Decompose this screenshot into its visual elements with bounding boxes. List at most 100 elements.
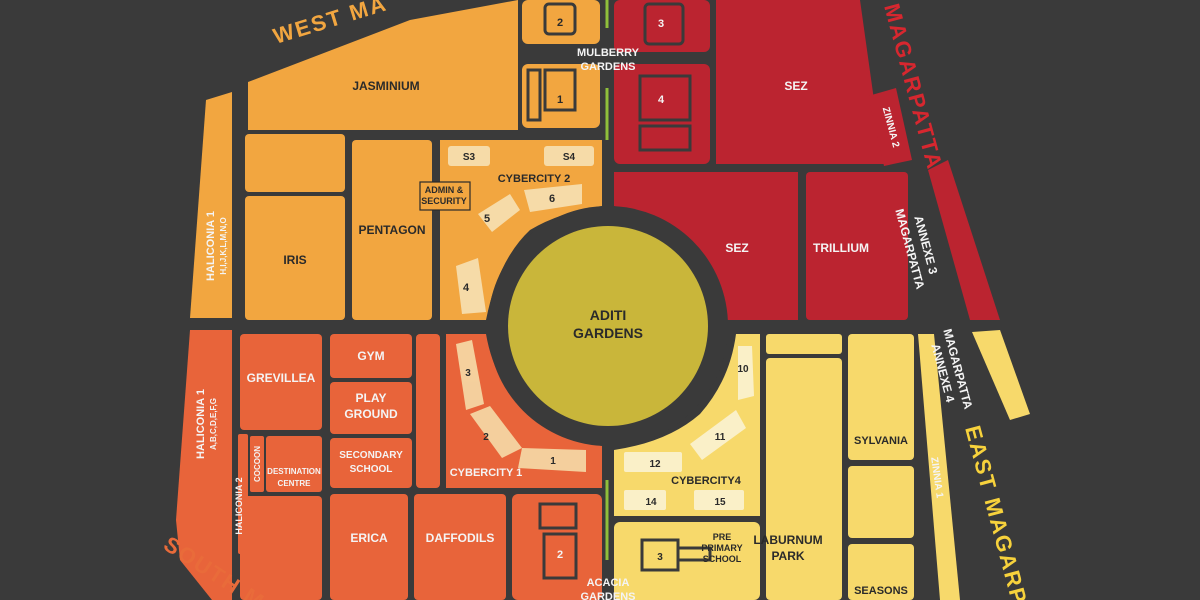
destination-label-2: CENTRE	[278, 479, 312, 488]
acacia-label-2: GARDENS	[580, 591, 635, 600]
haliconia1-top-label: HALICONIA 1	[205, 211, 217, 281]
destination-label-1: DESTINATION	[267, 467, 321, 476]
cybercity4-label: CYBERCITY4	[671, 475, 742, 487]
haliconia1-top-sub: H,I,J,K,L,M,N,O	[219, 217, 228, 274]
iris-block[interactable]	[245, 196, 345, 320]
cc4-12-label: 12	[649, 459, 661, 470]
cc4-building-10[interactable]	[738, 346, 754, 400]
cc1-west-strip[interactable]	[416, 334, 440, 488]
cc4-building-12[interactable]	[624, 452, 682, 472]
cc4-building-14[interactable]	[624, 490, 666, 510]
cc4-14-label: 14	[645, 497, 657, 508]
s4-label: S4	[563, 152, 576, 163]
haliconia1-bottom-sub: A,B,C,D,E,F,G	[209, 398, 218, 450]
mul-4-label: 4	[658, 94, 665, 106]
iris-upper-strip[interactable]	[245, 134, 345, 192]
sez-mid-block[interactable]	[614, 172, 798, 320]
trillium-block[interactable]	[806, 172, 908, 320]
daffodils-block[interactable]	[414, 494, 506, 600]
aditi-label-1: ADITI	[590, 307, 627, 323]
cc2-building-4[interactable]	[456, 258, 486, 314]
sylvania-label: SYLVANIA	[854, 435, 908, 447]
cc1-3-label: 3	[465, 368, 471, 379]
orange-zone	[190, 0, 602, 320]
sylvania-lower-block[interactable]	[848, 466, 914, 538]
preprimary-label-1: PRE	[713, 532, 732, 542]
iris-label: IRIS	[283, 253, 306, 267]
aditi-gardens-circle[interactable]	[508, 226, 708, 426]
s3-label: S3	[463, 152, 476, 163]
playground-block[interactable]	[330, 382, 412, 434]
mulberry-label-1: MULBERRY	[577, 47, 640, 59]
erica-block[interactable]	[330, 494, 408, 600]
mul-3-label: 3	[658, 18, 664, 30]
zinnia1-strip[interactable]	[918, 334, 960, 600]
secondary-label-1: SECONDARY	[339, 450, 403, 461]
laburnum-park-block[interactable]	[766, 358, 842, 600]
cc2-6-label: 6	[549, 193, 555, 205]
seasons-block[interactable]	[848, 544, 914, 600]
cc4-building-15[interactable]	[694, 490, 744, 510]
destination-block[interactable]	[266, 436, 322, 492]
secondary-school-block[interactable]	[330, 438, 412, 488]
grevillea-label: GREVILLEA	[247, 371, 316, 385]
s3-block[interactable]	[448, 146, 490, 166]
laburnum-label-2: PARK	[771, 549, 804, 563]
jasminium-block[interactable]	[248, 0, 518, 130]
cocoon-label: COCOON	[253, 446, 262, 482]
acacia-west-block[interactable]	[512, 494, 602, 600]
grevillea-block[interactable]	[240, 334, 322, 430]
admin-label-2: SECURITY	[421, 196, 467, 206]
cc1-building-2[interactable]	[470, 406, 522, 458]
gym-label: GYM	[357, 349, 384, 363]
sez-mid-label: SEZ	[725, 241, 748, 255]
cocoon-block[interactable]	[250, 436, 264, 492]
annexe4-strip[interactable]	[972, 330, 1030, 420]
red-zone	[614, 0, 1000, 320]
haliconia1-top-strip[interactable]	[190, 92, 232, 318]
cybercity1-label: CYBERCITY 1	[450, 467, 523, 479]
sez-top-label: SEZ	[784, 79, 807, 93]
preprimary-label-2: PRIMARY	[701, 543, 742, 553]
playground-label-1: PLAY	[356, 391, 387, 405]
pentagon-block[interactable]	[352, 140, 432, 320]
preprimary-detail	[640, 538, 712, 572]
laburnum-north-block[interactable]	[766, 334, 842, 354]
cc1-1-label: 1	[550, 456, 556, 467]
mulberry-west-block[interactable]	[522, 0, 600, 44]
admin-label-1: ADMIN &	[425, 185, 464, 195]
haliconia1-bottom-strip[interactable]	[176, 330, 232, 600]
haliconia1-bottom-label: HALICONIA 1	[195, 389, 207, 459]
cc2-building-5[interactable]	[478, 194, 520, 232]
cybercity1-subblocks	[456, 340, 586, 472]
cybercity2-subblocks	[448, 146, 594, 314]
laburnum-label-1: LABURNUM	[753, 533, 822, 547]
mulberry-label-2: GARDENS	[580, 61, 635, 73]
cc2-5-label: 5	[484, 213, 490, 225]
cybercity4-subblocks	[624, 346, 754, 510]
cc1-building-3[interactable]	[456, 340, 484, 410]
zinnia2-strip[interactable]	[868, 88, 912, 166]
cc1-building-1[interactable]	[518, 448, 586, 472]
playground-label-2: GROUND	[344, 407, 398, 421]
mulberry-east-block[interactable]	[614, 0, 710, 52]
gym-block[interactable]	[330, 334, 412, 378]
mul-1-label: 1	[557, 94, 563, 106]
mulberry-east-block-lower[interactable]	[614, 64, 710, 164]
mulberry-west-detail	[526, 2, 577, 122]
sylvania-block[interactable]	[848, 334, 914, 460]
cc4-10-label: 10	[737, 364, 749, 375]
s4-block[interactable]	[544, 146, 594, 166]
pentagon-label: PENTAGON	[358, 223, 425, 237]
admin-security-box[interactable]	[419, 181, 471, 211]
cc2-building-6[interactable]	[524, 184, 582, 212]
haliconia2-lower-block[interactable]	[240, 496, 322, 600]
acacia-2-label: 2	[557, 549, 563, 561]
cc4-building-11[interactable]	[690, 410, 746, 460]
mul-2-label: 2	[557, 17, 563, 29]
acacia-west-detail	[538, 502, 578, 580]
annexe3-strip[interactable]	[928, 160, 1000, 320]
seasons-label: SEASONS	[854, 585, 908, 597]
sez-top-block[interactable]	[716, 0, 888, 164]
